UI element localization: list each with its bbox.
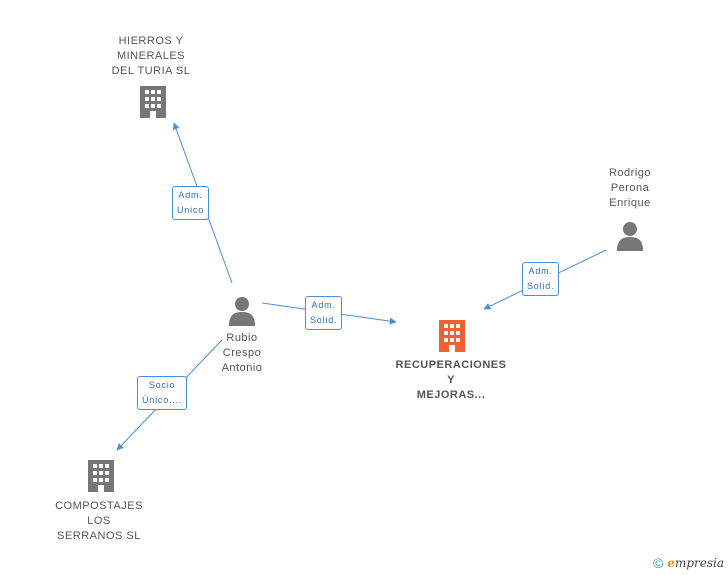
empresia-logo-initial: e bbox=[667, 556, 675, 570]
node-label-recuperaciones[interactable]: RECUPERACIONES Y MEJORAS... bbox=[395, 359, 507, 401]
edge-label-rubio-hierros[interactable]: Adm. Unico bbox=[172, 186, 210, 220]
empresia-logo: empresia bbox=[667, 556, 724, 570]
main-building-icon[interactable] bbox=[439, 320, 465, 352]
node-label-hierros[interactable]: HIERROS Y MINERALES DEL TURIA SL bbox=[111, 35, 191, 77]
node-label-rubio[interactable]: Rubio Crespo Antonio bbox=[221, 332, 263, 374]
person-icon[interactable] bbox=[617, 222, 643, 251]
empresia-watermark: © empresia bbox=[653, 555, 724, 571]
building-icon[interactable] bbox=[140, 86, 166, 118]
person-icon[interactable] bbox=[229, 297, 255, 326]
copyright-symbol: © bbox=[652, 555, 664, 571]
edge-label-rubio-recuperaciones[interactable]: Adm. Solid. bbox=[305, 296, 343, 330]
node-label-rodrigo[interactable]: Rodrigo Perona Enrique bbox=[608, 167, 652, 209]
node-label-compostajes[interactable]: COMPOSTAJES LOS SERRANOS SL bbox=[55, 500, 143, 542]
edge-label-rodrigo-recuperaciones[interactable]: Adm. Solid. bbox=[522, 262, 560, 296]
empresia-logo-text: mpresia bbox=[674, 556, 724, 570]
building-icon[interactable] bbox=[88, 460, 114, 492]
edge-label-rubio-compostajes[interactable]: Socio Único,... bbox=[137, 376, 188, 410]
